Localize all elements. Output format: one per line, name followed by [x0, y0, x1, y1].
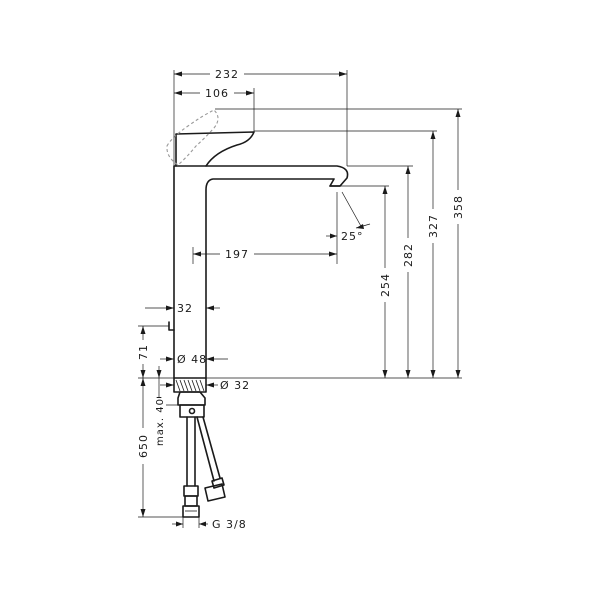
handle-raised-position: [166, 109, 219, 166]
dim-max-counter: max. 40: [155, 398, 166, 446]
dim-lever-height: 71: [137, 344, 150, 360]
dim-height-spout: 282: [402, 243, 415, 267]
dim-spout-reach: 197: [225, 248, 249, 261]
dim-thread: G 3/8: [212, 518, 247, 531]
dim-body-diameter: Ø 48: [177, 353, 207, 366]
dim-height-total: 358: [452, 195, 465, 219]
dim-height-handle: 327: [427, 214, 440, 238]
dim-base-diameter: Ø 32: [220, 379, 250, 392]
dim-spout-angle: 25°: [341, 230, 364, 243]
dim-overall-reach: 232: [215, 68, 239, 81]
dim-height-outlet: 254: [379, 273, 392, 297]
dim-lever-width: 32: [177, 302, 193, 315]
faucet-body: [168, 131, 349, 379]
base-connector: [173, 377, 207, 418]
dim-handle-offset: 106: [205, 87, 229, 100]
dim-hose-length: 650: [137, 434, 150, 458]
supply-hoses: [182, 416, 226, 518]
